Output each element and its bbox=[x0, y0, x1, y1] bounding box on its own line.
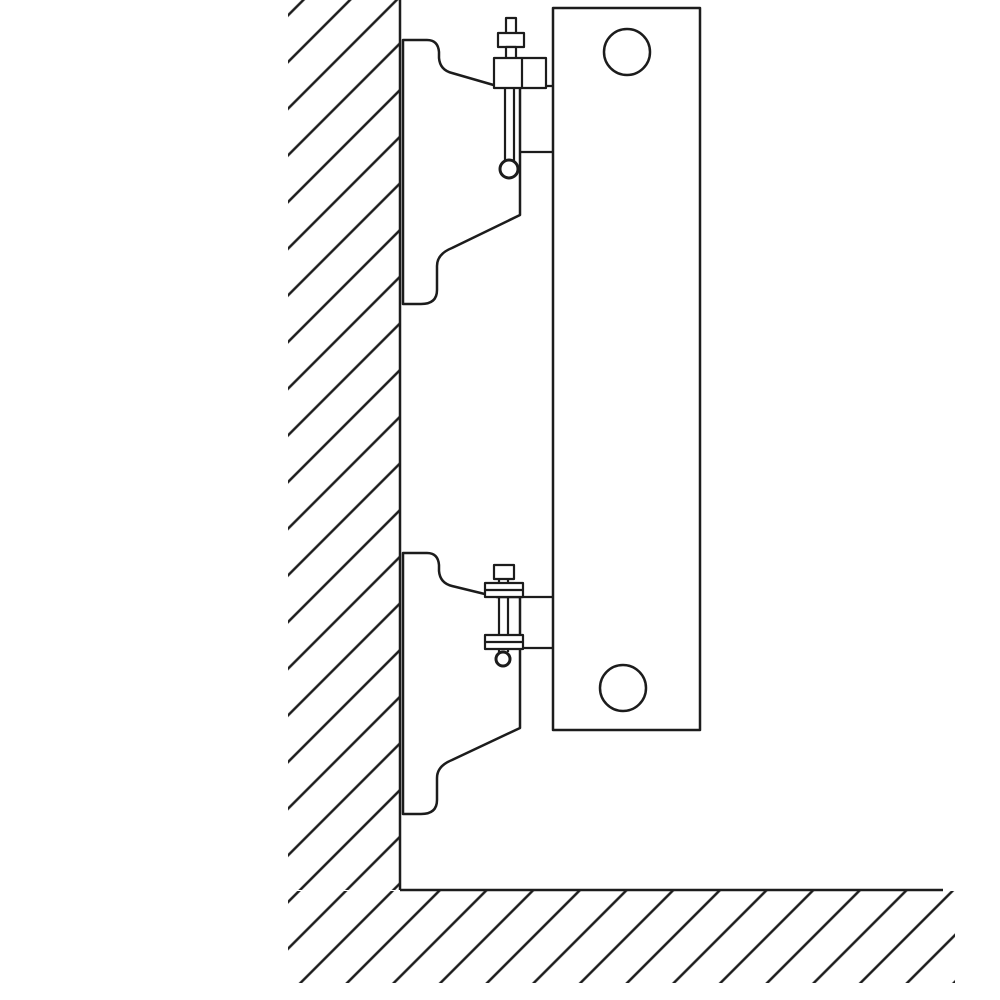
bolt-head bbox=[492, 563, 516, 581]
top-clamp bbox=[492, 16, 548, 180]
radiator-body bbox=[551, 6, 702, 732]
lower-water-channel bbox=[598, 663, 648, 713]
wall-section bbox=[288, 0, 402, 890]
clamp-plate bbox=[492, 56, 548, 90]
lower-bracket-arm bbox=[401, 551, 522, 816]
upper-mounting-lug bbox=[520, 84, 553, 154]
bottom-clamp bbox=[483, 563, 525, 668]
upper-bracket-profile bbox=[401, 38, 522, 306]
screw-head bbox=[496, 31, 526, 49]
lower-mounting-lug bbox=[520, 595, 553, 650]
lower-bracket-profile bbox=[401, 551, 522, 816]
floor-hatching bbox=[288, 891, 955, 983]
upper-bracket-arm bbox=[401, 38, 522, 306]
hook-pivot-circle bbox=[498, 158, 520, 180]
radiator-panel bbox=[551, 6, 702, 732]
screw-stem bbox=[504, 16, 518, 36]
floor-section bbox=[288, 888, 955, 983]
upper-water-channel bbox=[602, 27, 652, 77]
bolt-end-circle bbox=[494, 650, 512, 668]
wall-hatching bbox=[288, 0, 400, 890]
